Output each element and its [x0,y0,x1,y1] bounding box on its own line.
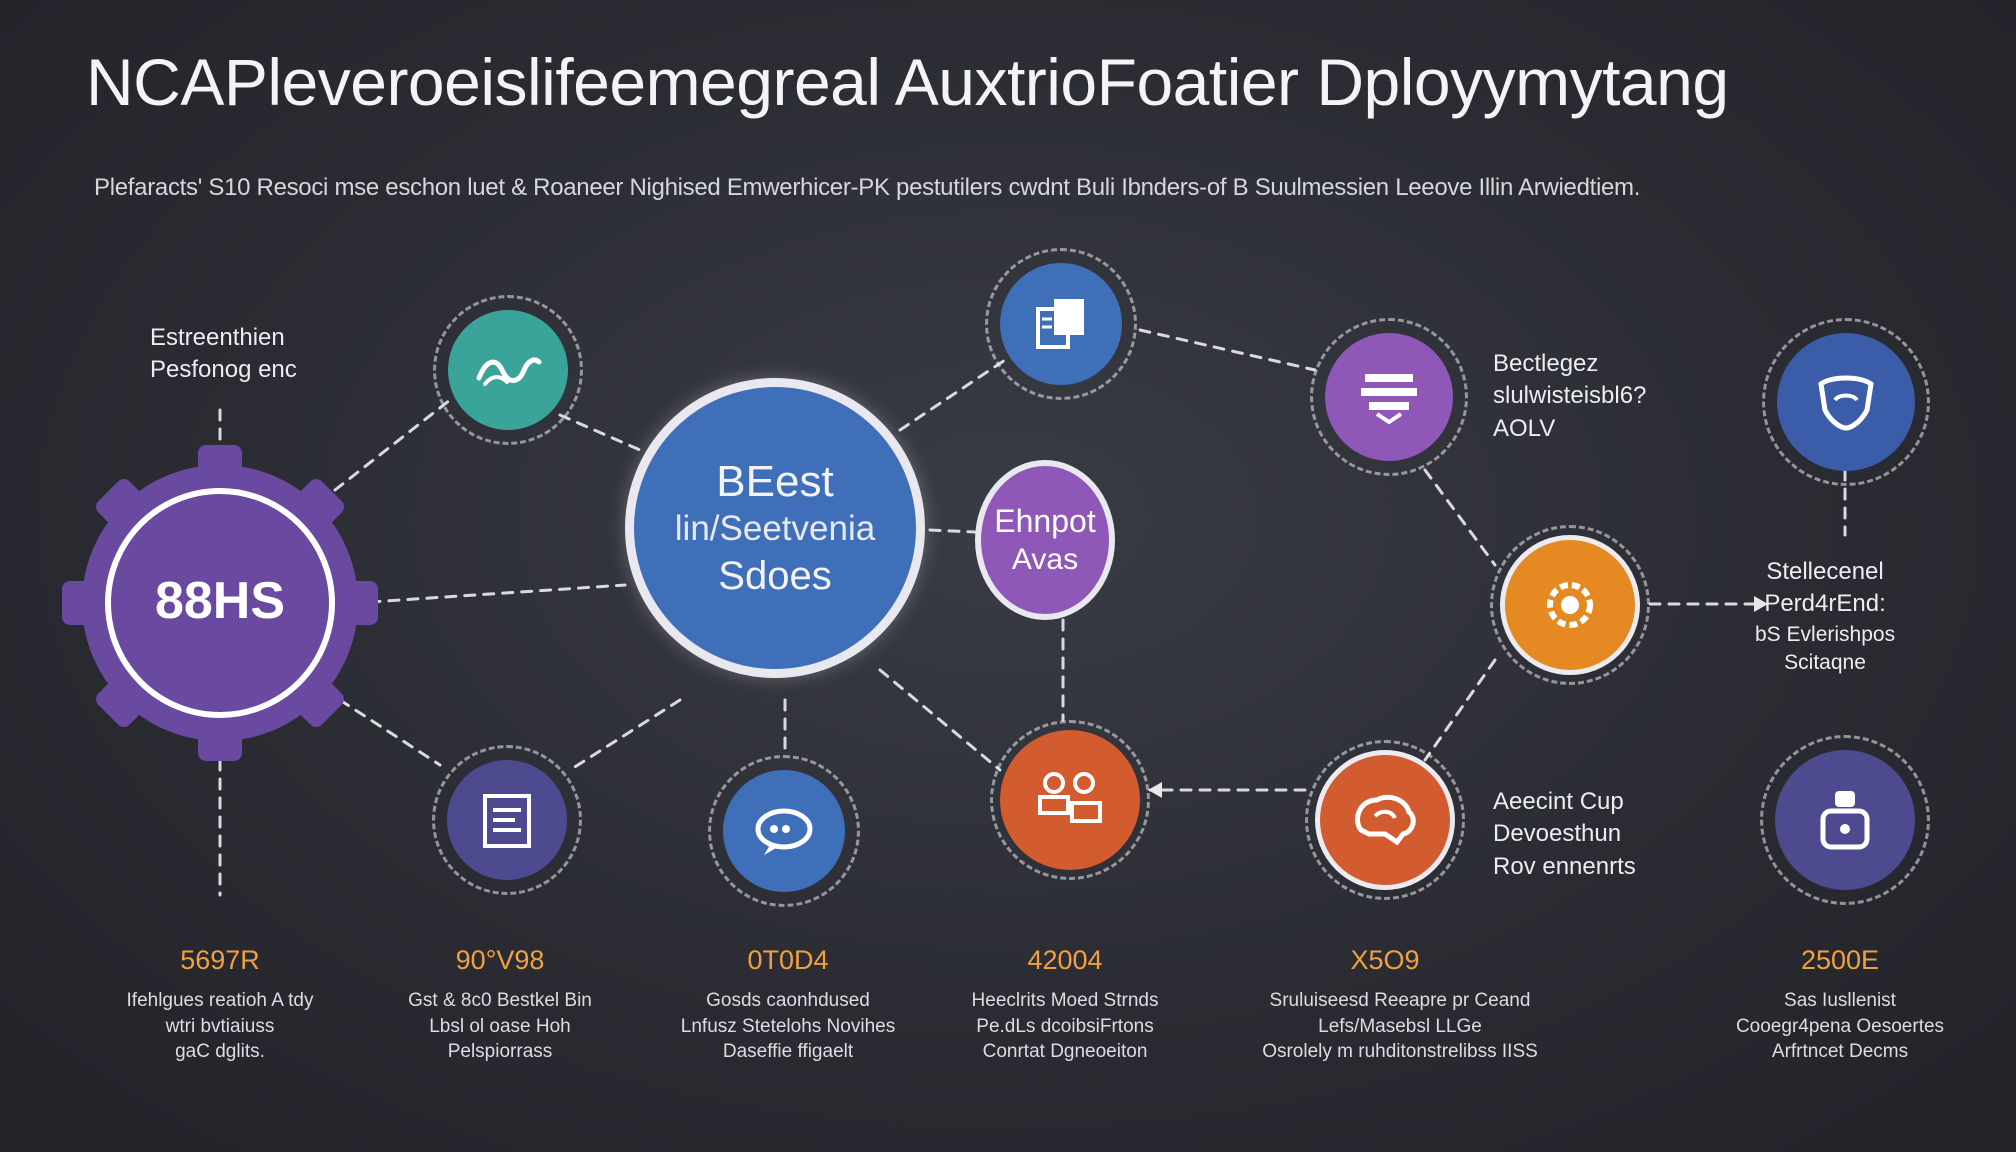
document-icon [1036,299,1084,349]
connector-center-clipboard [568,698,682,772]
brain-node [1315,750,1455,890]
center-node-line-2: lin/Seetvenia [674,508,876,548]
lock-icon [1820,791,1870,850]
hub-value: 88HS [154,572,286,630]
people-node-ring [990,720,1150,880]
blue-top-node-ring [985,248,1137,400]
connector-blue-violet [1138,328,1317,372]
center-node-line-3: Sdoes [718,554,832,599]
orange-node-ring [1490,525,1650,685]
brain-icon [1355,794,1416,846]
stat-value-5: X5O9 [1350,945,1420,975]
people-icon [1038,772,1102,823]
label-bottom-right: Aeecint Cup Devoesthun Rov ennenrts [1493,788,1636,880]
stat-value-2: 90°V98 [455,945,545,975]
connector-violet-orange [1423,468,1497,567]
stat-value-6: 2500E [1800,945,1880,975]
mid-node: Ehnpot Avas [975,460,1115,620]
clipboard-node [447,760,567,880]
center-node-line-1: BEest [716,456,834,506]
violet-node [1325,333,1453,461]
connector-center-blue-top [898,358,1007,432]
page-subtitle: Plefaracts' S10 Resoci mse eschon luet &… [94,174,1641,201]
orange-node [1500,535,1640,675]
connector-center-mid [928,528,977,534]
chat-node [723,770,845,892]
shield-node-ring [1762,318,1930,486]
violet-node-ring [1310,318,1468,476]
blue-top-node [1000,263,1122,385]
connector-hub-clipboard [338,698,442,767]
shield-icon [1818,375,1874,431]
clipboard-node-ring [432,745,582,895]
teal-node-ring [433,295,583,445]
shield-node [1777,333,1915,471]
arrow-head-left [1148,782,1162,798]
stat-value-3: 0T0D4 [747,945,829,975]
wave-icon [476,357,542,386]
chat-icon [755,808,813,855]
label-top-right: Bectlegez slulwisteisbl6? AOLV [1493,350,1647,442]
gear-icon [1547,582,1593,628]
stat-value-1: 5697R [180,945,260,975]
stat-value-4: 42004 [1027,945,1103,975]
page-title: NCAPleveroeislifeemegreal AuxtrioFoatier… [86,45,1729,119]
connector-orange-brain [1423,658,1497,762]
arrow-head-right [1754,596,1768,612]
teal-node [448,310,568,430]
lock-node-ring [1760,735,1930,905]
hub-node: 88HS [62,445,378,761]
gear-frame-icon [62,445,378,761]
connector-teal-center [558,413,642,452]
clipboard-icon [483,794,531,848]
connector-hub-center [368,583,627,604]
connector-center-people [878,668,1002,772]
connector-hub-teal [333,398,452,492]
lock-node [1775,750,1915,890]
mid-node-line-2: Avas [1011,543,1079,577]
people-node [1000,730,1140,870]
chat-node-ring [708,755,860,907]
center-node: BEest lin/Seetvenia Sdoes [625,378,925,678]
label-right-mid: Stellecenel Perd4rEnd: bS Evlerishpos Sc… [1755,558,1896,675]
hub-label: Estreenthien Pesfonog enc [150,324,297,384]
mid-node-line-1: Ehnpot [994,502,1096,539]
brain-node-ring [1305,740,1465,900]
stack-icon [1361,374,1417,425]
